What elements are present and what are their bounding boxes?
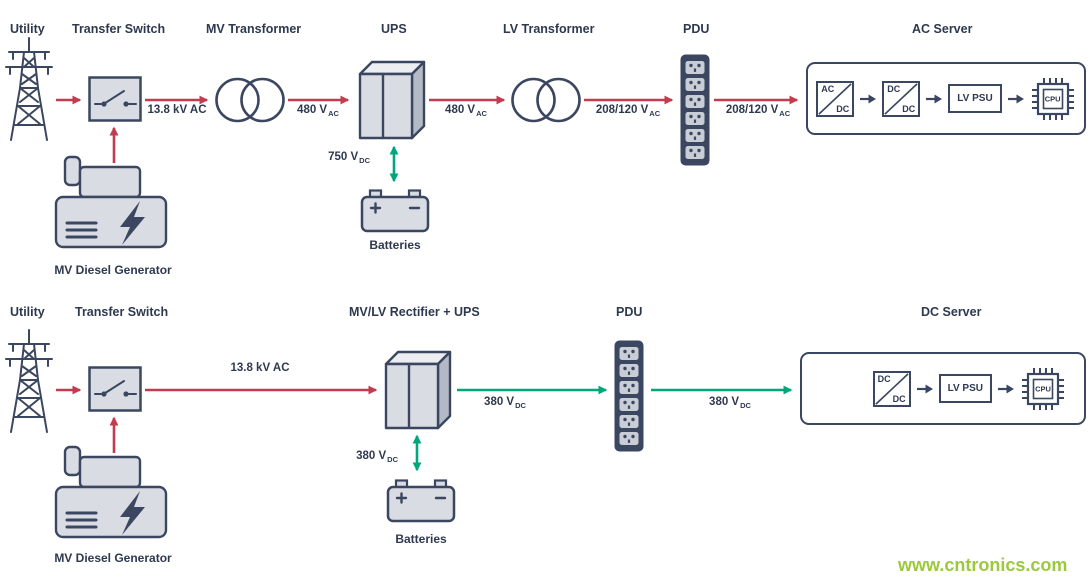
- converter-output-label: DC: [836, 103, 850, 114]
- transfer-switch-label-ac: Transfer Switch: [72, 22, 166, 36]
- voltage-pdu-out-dc: 380 VDC: [709, 396, 751, 410]
- ac-dc-converter-box: AC DC: [816, 80, 855, 117]
- battery-icon-ac: [360, 188, 430, 234]
- cpu-label: CPU: [1035, 384, 1051, 393]
- voltage-lv-transformer-out: 208/120 VAC: [595, 104, 661, 118]
- dc-server-box: DC DC LV PSU CPU: [800, 352, 1086, 425]
- lv-transformer-icon: [506, 76, 586, 124]
- transfer-switch-icon: [88, 76, 142, 122]
- cpu-label: CPU: [1044, 94, 1061, 103]
- ups-label: UPS: [381, 22, 407, 36]
- ac-server-box: AC DC DC DC LV PSU CPU: [806, 62, 1086, 135]
- converter-diagonal: [884, 82, 918, 115]
- rectifier-ups-icon: [383, 348, 453, 432]
- mv-transformer-label: MV Transformer: [206, 22, 302, 36]
- converter-input-label: DC: [887, 83, 901, 94]
- transfer-switch-icon: [88, 366, 142, 412]
- transmission-tower-icon: [4, 328, 54, 436]
- lv-transformer-label: LV Transformer: [503, 22, 595, 36]
- pdu-icon-ac: [680, 54, 710, 166]
- flow-arrow-icon: [998, 384, 1014, 393]
- generator-label-dc: MV Diesel Generator: [54, 551, 172, 565]
- diesel-generator-icon-ac: [52, 155, 170, 255]
- converter-input-label: AC: [821, 83, 835, 94]
- flow-arrow-icon: [860, 94, 877, 103]
- watermark-text: www.cntronics.com: [898, 555, 1068, 575]
- lv-psu-box: LV PSU: [938, 374, 992, 403]
- transmission-tower-icon: [4, 36, 54, 144]
- voltage-battery-ac: 750 VDC: [328, 151, 370, 165]
- voltage-pdu-out-ac: 208/120 VAC: [725, 104, 791, 118]
- flow-arrow-icon: [916, 384, 933, 393]
- lv-psu-box: LV PSU: [948, 84, 1002, 113]
- cpu-chip-icon: CPU: [1020, 366, 1066, 412]
- voltage-rectifier-out: 380 VDC: [484, 396, 526, 410]
- flow-arrow-icon: [1007, 94, 1024, 103]
- ups-icon: [357, 58, 427, 142]
- rectifier-ups-label: MV/LV Rectifier + UPS: [349, 305, 480, 319]
- voltage-grid-ac: 13.8 kV AC: [147, 104, 207, 116]
- converter-output-label: DC: [902, 103, 916, 114]
- dc-dc-converter-box: DC DC: [872, 370, 911, 407]
- batteries-label-ac: Batteries: [369, 238, 421, 252]
- cpu-chip-icon: CPU: [1030, 76, 1076, 122]
- pdu-icon-dc: [614, 340, 644, 452]
- pdu-label-ac: PDU: [683, 22, 710, 36]
- voltage-ups-out: 480 VAC: [445, 104, 487, 118]
- converter-input-label: DC: [877, 373, 891, 384]
- transfer-switch-label-dc: Transfer Switch: [75, 305, 169, 319]
- generator-label-ac: MV Diesel Generator: [54, 263, 172, 277]
- batteries-label-dc: Batteries: [395, 532, 447, 546]
- diesel-generator-icon-dc: [52, 445, 170, 545]
- utility-label-dc: Utility: [10, 305, 45, 319]
- dc-server-label: DC Server: [921, 305, 982, 319]
- converter-output-label: DC: [892, 393, 906, 404]
- mv-transformer-icon: [210, 76, 290, 124]
- voltage-battery-dc: 380 VDC: [356, 450, 398, 464]
- ac-server-label: AC Server: [912, 22, 973, 36]
- utility-label-ac: Utility: [10, 22, 45, 36]
- converter-diagonal: [818, 82, 852, 115]
- flow-arrow-icon: [926, 94, 943, 103]
- converter-diagonal: [874, 372, 909, 405]
- voltage-grid-dc-sys: 13.8 kV AC: [230, 362, 290, 374]
- battery-icon-dc: [386, 478, 456, 524]
- voltage-transformer-out: 480 VAC: [297, 104, 339, 118]
- dc-dc-converter-box: DC DC: [882, 80, 921, 117]
- pdu-label-dc: PDU: [616, 305, 643, 319]
